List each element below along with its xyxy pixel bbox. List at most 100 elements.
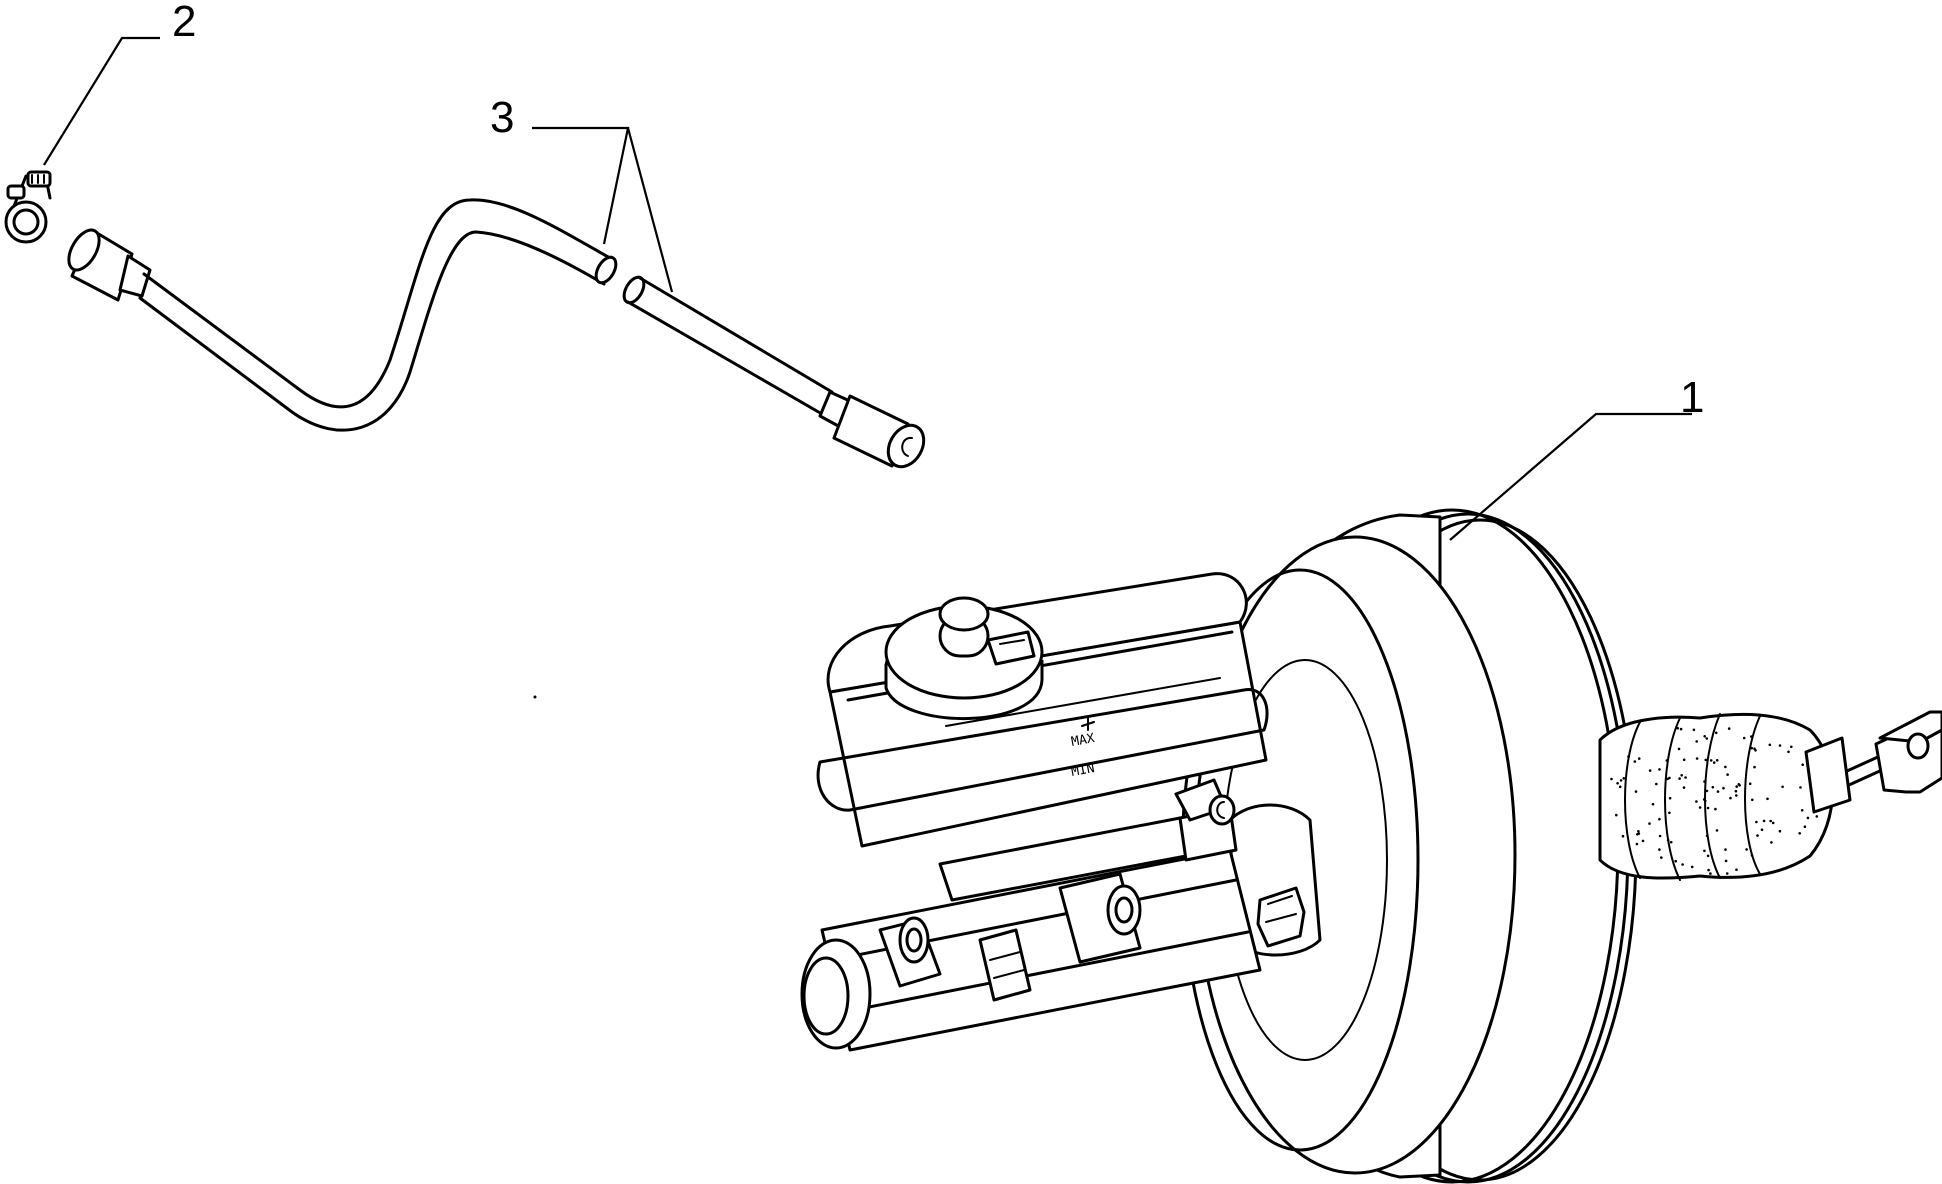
boot-texture-dot [1762,819,1766,823]
boot-texture-dot [1658,834,1662,838]
boot-texture-dot [1714,731,1718,735]
boot-texture-dot [1703,849,1706,853]
boot-texture-dot [1705,834,1709,838]
boot-texture-dot [1735,794,1738,797]
boot-texture-dot [1641,839,1645,843]
boot-texture-dot [1682,758,1686,762]
boot-texture-dot [1627,755,1630,758]
boot-texture-dot [1709,872,1712,875]
boot-texture-dot [1695,800,1698,803]
boot-texture-dot [1637,832,1641,835]
boot-texture-dot [1678,777,1681,780]
boot-texture-dot [1681,863,1684,866]
brake-booster-assembly: MAX MIN [800,508,1942,1184]
boot-texture-dot [1668,776,1671,780]
boot-texture-dot [1745,848,1748,851]
boot-texture-dot [1692,728,1696,732]
boot-texture-dot [1703,780,1706,783]
boot-texture-dot [1618,785,1622,789]
boot-texture-dot [1648,822,1651,825]
boot-texture-dot [1712,761,1716,764]
reservoir-min-label: MIN [1070,761,1096,780]
boot-texture-dot [1751,798,1754,802]
boot-texture-dot [1666,838,1670,842]
boot-texture-dot [1682,786,1686,789]
boot-texture-dot [1668,811,1671,815]
boot-texture-dot [1798,832,1801,835]
rubber-boot [1598,712,1834,881]
boot-texture-dot [1715,759,1719,762]
boot-texture-dot [1766,797,1769,801]
boot-texture-dot [1815,815,1819,818]
boot-texture-dot [1742,736,1746,740]
boot-texture-dot [1610,777,1613,781]
boot-texture-dot [1729,796,1732,800]
boot-texture-dot [1778,829,1782,833]
boot-texture-dot [1705,789,1709,793]
master-cylinder [800,806,1262,1052]
boot-texture-dot [1621,834,1625,838]
boot-texture-dot [1695,740,1698,743]
boot-texture-dot [1735,868,1738,871]
boot-texture-dot [1726,773,1729,776]
boot-texture-dot [1665,759,1669,762]
boot-texture-dot [1655,782,1658,786]
boot-texture-dot [1695,757,1699,760]
boot-texture-dot [1706,854,1710,858]
boot-texture-dot [1781,785,1784,789]
vacuum-hose [67,198,926,469]
boot-texture-dot [1679,727,1683,731]
boot-texture-dot [1706,806,1710,810]
push-rod-clevis [1804,710,1942,814]
boot-texture-dot [1714,807,1717,811]
boot-texture-dot [1658,817,1661,821]
boot-texture-dot [1704,758,1708,762]
boot-texture-dot [1715,829,1719,832]
fluid-reservoir: MAX MIN [816,572,1269,848]
callout-number-1: 1 [1680,373,1704,422]
boot-texture-dot [1680,774,1683,777]
boot-texture-dot [1754,749,1757,752]
boot-texture-dot [1725,872,1729,875]
boot-texture-dot [1703,735,1706,738]
callout-leader-1 [1449,412,1692,541]
boot-texture-dot [1660,856,1663,859]
reservoir-max-label: MAX [1070,731,1096,750]
boot-texture-dot [1619,779,1623,782]
boot-texture-dot [1633,760,1637,763]
boot-texture-dot [1635,842,1639,846]
boot-texture-dot [1677,747,1681,751]
boot-texture-dot [1668,796,1672,800]
boot-texture-dot [1769,819,1772,823]
boot-texture-dot [1651,802,1655,806]
boot-texture-dot [1658,768,1661,771]
callout-number-2: 2 [172,0,196,46]
boot-texture-dot [1750,746,1753,750]
boot-texture-dot [1790,745,1793,749]
boot-texture-dot [1750,854,1754,857]
boot-texture-dot [1771,821,1775,825]
boot-texture-dot [1724,765,1727,769]
boot-texture-dot [1770,841,1773,844]
boot-texture-dot [1709,759,1713,762]
boot-texture-dot [1800,809,1804,812]
boot-texture-dot [1801,763,1804,766]
boot-texture-dot [1705,737,1709,740]
boot-texture-dot [1737,783,1741,786]
callout-leader-2 [43,36,160,166]
boot-texture-dot [1755,820,1758,824]
boot-texture-dot [1634,790,1638,793]
boot-texture-dot [1637,757,1641,760]
boot-texture-dot [1735,785,1738,788]
boot-texture-dot [1727,727,1731,730]
boot-texture-dot [1748,782,1752,785]
boot-texture-dot [1669,840,1673,844]
boot-texture-dot [1778,744,1782,747]
boot-texture-dot [1711,785,1715,789]
boot-texture-dot [1753,765,1756,769]
boot-texture-dot [1734,789,1738,793]
boot-texture-dot [1707,868,1710,872]
boot-texture-dot [1690,865,1694,869]
boot-texture-dot [1768,743,1772,747]
boot-texture-dot [1698,806,1702,809]
